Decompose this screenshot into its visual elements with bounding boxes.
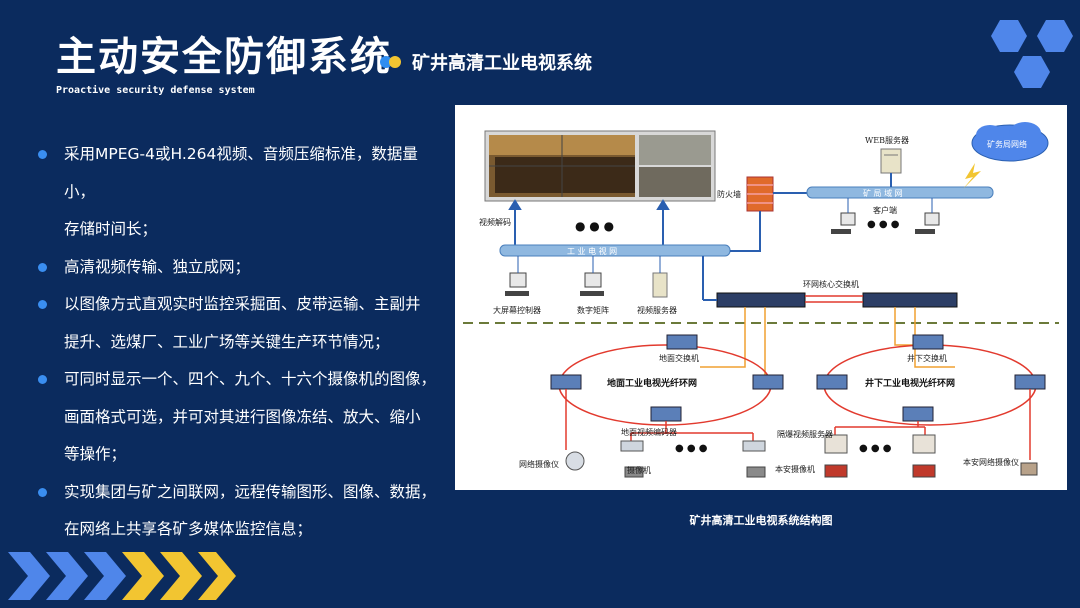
label-core-switch: 环网核心交换机 (803, 279, 859, 289)
label-underground-ring: 井下工业电视光纤环网 (865, 377, 955, 389)
web-server-icon (881, 149, 901, 187)
label-explosion-server: 隔爆视频服务器 (777, 429, 833, 439)
label-safe-network-camera: 本安网络摄像仪 (963, 457, 1019, 467)
label-safe-camera: 本安摄像机 (775, 464, 815, 474)
bullet-dot (38, 488, 47, 497)
dots-wall: ● ● ● (575, 219, 614, 233)
bullet-dot (38, 150, 47, 159)
hexagon-decoration (990, 14, 1078, 94)
label-underground-switch: 井下交换机 (907, 353, 947, 363)
page-title: 主动安全防御系统 (56, 24, 392, 82)
label-digital-matrix: 数字矩阵 (577, 305, 609, 315)
english-title: Proactive security defense system (56, 85, 255, 96)
page-subtitle: 矿井高清工业电视系统 (412, 49, 592, 75)
yellow-dot (389, 56, 401, 68)
label-wall-controller: 大屏幕控制器 (493, 305, 541, 315)
label-video-server: 视频服务器 (637, 305, 677, 315)
label-video-lan: 工 业 电 视 网 (567, 246, 617, 256)
label-video-decoder: 视频解码 (479, 217, 511, 227)
control-devices (505, 256, 667, 297)
label-firewall: 防火墙 (717, 189, 741, 199)
label-network-camera: 网络摄像仪 (519, 459, 559, 469)
ground-devices (566, 441, 765, 477)
bullet-item: 可同时显示一个、四个、九个、十六个摄像机的图像， 画面格式可选，并可对其进行图像… (38, 361, 443, 474)
link-fw-lan (730, 211, 760, 251)
label-camera: 摄像机 (627, 465, 651, 475)
dots-clients: ● ● ● (867, 219, 900, 230)
label-web-server: WEB服务器 (865, 135, 909, 145)
bullet-item: 采用MPEG-4或H.264视频、音频压缩标准，数据量小， 存储时间长； (38, 136, 443, 249)
dots-underground: ● ● ● (859, 443, 892, 454)
underground-devices (825, 435, 1037, 477)
bullet-dot (38, 263, 47, 272)
system-diagram: ● ● ● 视频解码 工 业 电 视 网 防火墙 矿 局 域 网 WEB服务器 … (455, 105, 1067, 490)
bullet-list: 采用MPEG-4或H.264视频、音频压缩标准，数据量小， 存储时间长； 高清视… (38, 136, 443, 549)
label-ground-encoder: 地面视频编码器 (621, 427, 677, 437)
label-ground-ring: 地面工业电视光纤环网 (607, 377, 697, 389)
label-client: 客户端 (873, 205, 897, 215)
label-ground-switch: 地面交换机 (659, 353, 699, 363)
video-wall (485, 131, 715, 201)
bullet-dot (38, 375, 47, 384)
bullet-item: 以图像方式直观实时监控采掘面、皮带运输、主副井 提升、选煤厂、工业广场等关键生产… (38, 286, 443, 361)
bullet-item: 实现集团与矿之间联网，远程传输图形、图像、数据， 在网络上共享各矿多媒体监控信息… (38, 474, 443, 549)
bullet-item: 高清视频传输、独立成网； (38, 249, 443, 287)
label-intranet: 矿务局网络 (987, 139, 1027, 149)
lightning-icon (963, 163, 981, 189)
chevron-decoration (0, 544, 240, 608)
label-mine-lan: 矿 局 域 网 (863, 188, 903, 198)
diagram-svg: ● ● ● 视频解码 工 业 电 视 网 防火墙 矿 局 域 网 WEB服务器 … (455, 105, 1067, 490)
firewall (747, 177, 773, 211)
bullet-dot (38, 300, 47, 309)
dots-ground: ● ● ● (675, 443, 708, 454)
diagram-caption: 矿井高清工业电视系统结构图 (455, 512, 1067, 528)
